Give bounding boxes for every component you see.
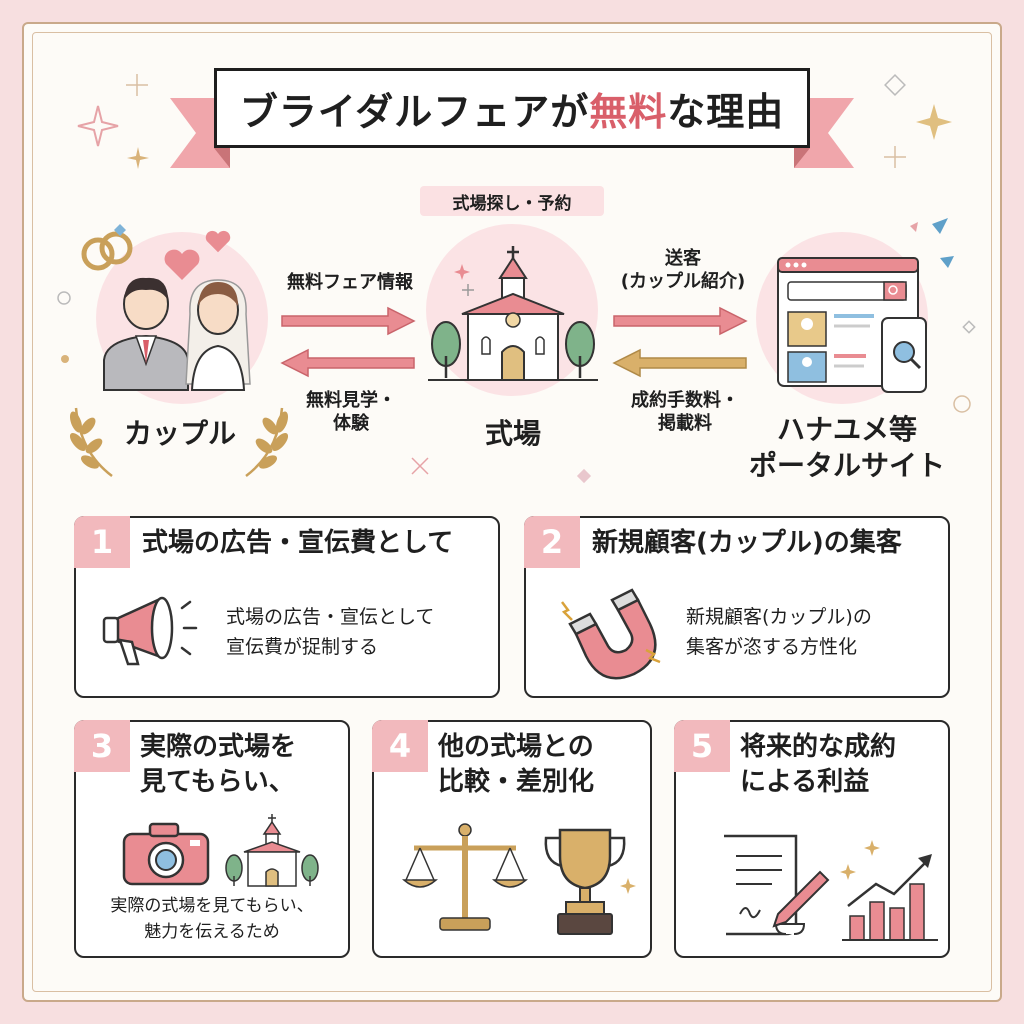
arrow-right-pink [613,306,748,336]
reason-title-line1: 将来的な成約 [740,732,897,762]
sparkle-icon [77,105,119,147]
rings-icon [81,224,133,271]
venue-to-portal-line2: (カップル紹介) [620,270,746,292]
top-tag: 式場探し・予約 [420,186,604,216]
reason-body: 新規顧客(カップル)の 集客が恣する方性化 [686,602,872,663]
reason-title-line1: 実際の式場を [140,732,297,762]
reason-body-line1: 式場の広告・宣伝として [226,606,435,628]
venue-to-couple-label: 無料見学・ 体験 [276,390,426,435]
portal-site-icon [777,257,927,393]
reason-number-badge: 1 [74,516,130,568]
page-title: ブライダルフェアが無料な理由 [214,68,810,148]
sparkle-icon [127,147,149,169]
venue-to-couple-line1: 無料見学・ [306,390,396,411]
reason-body-line1: 実際の式場を見てもらい、 [110,896,314,916]
reason-body-line1: 新規顧客(カップル)の [686,606,872,628]
portal-to-venue-label: 成約手数料・ 掲載料 [600,390,770,435]
reason-title: 実際の式場を 見てもらい、 [140,730,296,800]
laurel-right-icon [245,407,289,477]
arrow-left-pink [280,348,415,378]
reason-card-2: 2 新規顧客(カップル)の集客 新規顧客(カップル)の 集客が恣する方性化 [524,516,950,698]
reason-number-badge: 3 [74,720,130,772]
reason-card-4: 4 他の式場との 比較・差別化 [372,720,652,958]
reason-body-line2: 集客が恣する方性化 [686,636,858,659]
bar-chart-icon [840,840,938,941]
node-portal-line2: ポータルサイト [748,449,945,483]
heart-icon [205,230,231,253]
heart-icon [164,249,200,280]
reason-body-line2: 魅力を伝えるため [144,921,280,942]
couple-to-venue-label: 無料フェア情報 [287,272,413,293]
chapel-small-icon [225,814,319,887]
chapel-icon [428,246,598,381]
reason-title: 将来的な成約 による利益 [740,730,896,800]
trophy-icon [544,828,636,935]
reason-body-line2: 宣伝費が捉制する [226,636,379,659]
reason-title-line2: 比較・差別化 [438,767,595,798]
camera-icon [122,822,210,886]
sparkle-icon [411,457,429,475]
reason-title-line1: 他の式場との [438,732,594,762]
diamond-icon [576,468,592,484]
portal-to-venue-line2: 掲載料 [658,412,712,434]
title-suffix: な理由 [667,89,785,134]
arrow-right-pink [281,306,416,336]
megaphone-icon [102,596,198,666]
reason-card-5: 5 将来的な成約 による利益 [674,720,950,958]
couple-icon [103,277,251,391]
reason-card-3: 3 実際の式場を 見てもらい、 実際の式場を見てもらい、 魅力を伝えるため [74,720,350,958]
title-accent: 無料 [589,89,668,134]
reason-title: 新規顧客(カップル)の集客 [592,528,902,558]
venue-to-couple-line2: 体験 [333,412,369,434]
reason-number-badge: 4 [372,720,428,772]
sparkle-icon [126,74,148,96]
contract-icon [724,834,830,936]
circle-dot-icon [61,355,69,363]
reason-body: 実際の式場を見てもらい、 魅力を伝えるため [76,894,348,945]
venue-to-portal-line1: 送客 [665,248,701,269]
reason-card-1: 1 式場の広告・宣伝費として 式場の広告・宣伝として 宣伝費が捉制する [74,516,500,698]
reason-number-badge: 5 [674,720,730,772]
circle-dot-icon [953,395,971,413]
node-portal-label: ハナユメ等 ポータルサイト [742,412,952,485]
confetti-icon [910,218,954,268]
reason-title-line2: による利益 [740,767,870,798]
reason-title: 式場の広告・宣伝費として [142,528,454,558]
reason-body: 式場の広告・宣伝として 宣伝費が捉制する [226,602,434,663]
balance-scale-icon [402,823,528,931]
node-couple-label: カップル [123,417,236,450]
sparkle-icon [916,104,952,140]
portal-to-venue-line1: 成約手数料・ [631,390,739,411]
title-ribbon: ブライダルフェアが無料な理由 [170,68,854,178]
reason-title-line2: 見てもらい、 [140,767,295,798]
node-portal-line1: ハナユメ等 [776,413,917,446]
laurel-left-icon [69,407,113,477]
reason-number-badge: 2 [524,516,580,568]
circle-dot-icon [962,320,976,334]
arrow-left-gold [612,348,747,378]
node-venue-label: 式場 [484,417,541,450]
circle-dot-icon [57,291,71,305]
sparkle-icon [884,146,906,168]
title-prefix: ブライダルフェアが [239,89,590,134]
venue-to-portal-label: 送客 (カップル紹介) [598,248,768,293]
magnet-icon [561,588,661,680]
reason-title: 他の式場との 比較・差別化 [438,730,594,800]
diamond-icon [884,74,906,96]
